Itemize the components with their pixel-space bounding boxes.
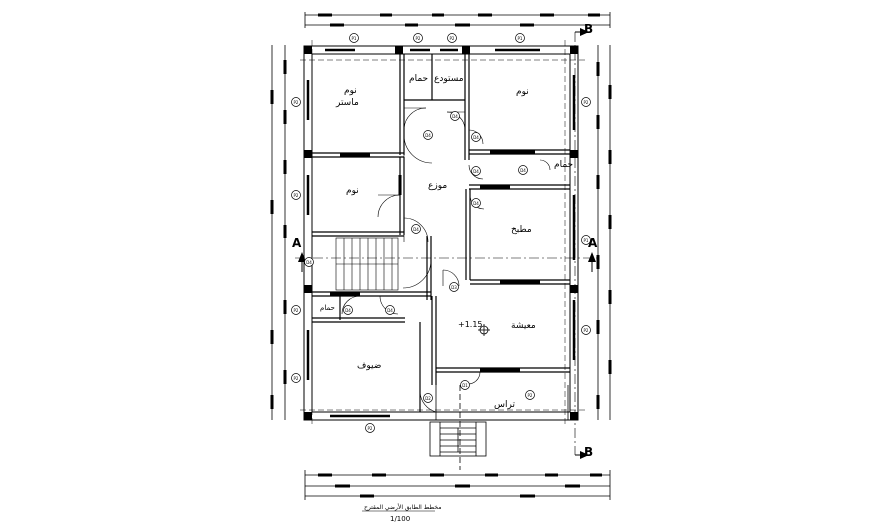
svg-text:D4: D4 — [452, 114, 458, 119]
svg-text:D4: D4 — [473, 135, 479, 140]
room-master-bedroom-sublabel: ماستر — [336, 98, 359, 108]
entrance-steps — [429, 385, 569, 470]
svg-text:D4: D4 — [306, 260, 312, 265]
svg-text:P2: P2 — [528, 393, 533, 398]
room-bath-small-label: حمام — [320, 304, 335, 312]
svg-text:D4: D4 — [425, 133, 431, 138]
svg-text:D4: D4 — [413, 227, 419, 232]
room-guests-label: ضيوف — [357, 361, 382, 371]
level-label: +1.15 — [458, 320, 483, 329]
staircase — [335, 237, 399, 291]
svg-text:D3: D3 — [451, 285, 457, 290]
svg-text:P1: P1 — [352, 36, 357, 41]
room-bedroom-top-right-label: نوم — [516, 87, 529, 97]
svg-text:P2: P2 — [416, 36, 421, 41]
room-bedroom-left-label: نوم — [346, 186, 359, 196]
svg-text:P2: P2 — [294, 100, 299, 105]
section-mark-b-top: B — [584, 22, 594, 36]
dimension-lines-bottom — [304, 470, 611, 500]
drawing-title: مخطط الطابق الأرضي المقترح — [364, 504, 442, 511]
room-hall-label: موزع — [428, 181, 448, 191]
svg-text:D4: D4 — [387, 308, 393, 313]
svg-text:P1: P1 — [518, 36, 523, 41]
svg-text:D4: D4 — [473, 201, 479, 206]
room-living-label: معيشة — [511, 321, 536, 331]
svg-text:P2: P2 — [294, 193, 299, 198]
room-bath-right-label: حمام — [554, 160, 574, 170]
svg-text:P2: P2 — [450, 36, 455, 41]
section-mark-a-right: A — [588, 236, 598, 250]
svg-text:P2: P2 — [368, 426, 373, 431]
tag-circles — [291, 33, 591, 433]
svg-text:P1: P1 — [584, 238, 589, 243]
svg-text:D2: D2 — [425, 396, 431, 401]
dimension-lines-left — [270, 45, 287, 420]
svg-text:P2: P2 — [294, 376, 299, 381]
interior-walls — [312, 54, 570, 412]
svg-text:D4: D4 — [520, 168, 526, 173]
svg-text:P2: P2 — [584, 328, 589, 333]
drawing-scale: 1/100 — [390, 515, 411, 523]
room-kitchen-label: مطبخ — [511, 225, 532, 235]
room-bath-top-label: حمام — [409, 74, 429, 84]
section-mark-a-left: A — [292, 236, 302, 250]
dimension-lines-top — [304, 12, 611, 28]
room-master-bedroom-label: نوم — [344, 86, 357, 96]
svg-text:P2: P2 — [584, 100, 589, 105]
svg-text:D4: D4 — [473, 169, 479, 174]
section-arrows — [298, 28, 596, 459]
level-marker — [478, 324, 490, 336]
svg-text:D1: D1 — [462, 383, 468, 388]
dimension-lines-right — [596, 45, 612, 420]
svg-text:D4: D4 — [345, 308, 351, 313]
room-terrace-label: تراس — [494, 400, 515, 410]
svg-text:P2: P2 — [294, 308, 299, 313]
room-storage-label: مستودع — [434, 74, 464, 84]
section-mark-b-bottom: B — [584, 445, 594, 459]
